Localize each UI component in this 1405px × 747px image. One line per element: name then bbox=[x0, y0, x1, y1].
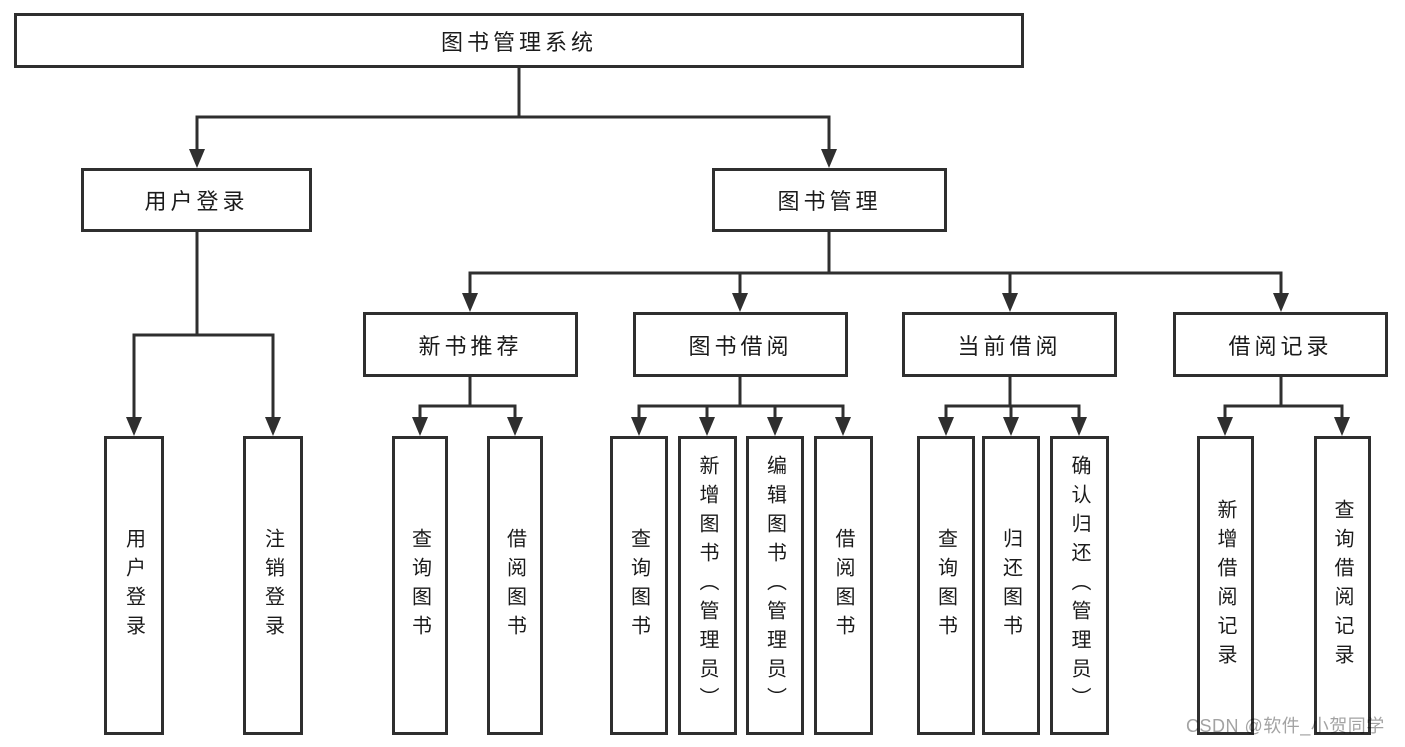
node-book-management: 图书管理 bbox=[712, 168, 947, 232]
node-borrowing-records: 借阅记录 bbox=[1173, 312, 1388, 377]
node-library-management-system: 图书管理系统 bbox=[14, 13, 1024, 68]
node-leaf-user-login: 用户登录 bbox=[104, 436, 164, 735]
node-leaf-return-books: 归还图书 bbox=[982, 436, 1040, 735]
node-leaf-add-books-admin: 新增图书（管理员） bbox=[678, 436, 737, 735]
node-leaf-borrow-books: 借阅图书 bbox=[814, 436, 873, 735]
node-leaf-edit-books-admin: 编辑图书（管理员） bbox=[746, 436, 804, 735]
node-new-book-recommendation: 新书推荐 bbox=[363, 312, 578, 377]
node-leaf-query-books-current: 查询图书 bbox=[917, 436, 975, 735]
node-leaf-add-borrow-record: 新增借阅记录 bbox=[1197, 436, 1254, 735]
node-leaf-logout: 注销登录 bbox=[243, 436, 303, 735]
arrowheads bbox=[126, 117, 1350, 436]
csdn-watermark: CSDN @软件_小贺同学 bbox=[1186, 716, 1385, 736]
node-leaf-confirm-return-admin: 确认归还（管理员） bbox=[1050, 436, 1109, 735]
node-leaf-borrow-books-recommend: 借阅图书 bbox=[487, 436, 543, 735]
node-leaf-query-books-recommend: 查询图书 bbox=[392, 436, 448, 735]
node-current-borrowing: 当前借阅 bbox=[902, 312, 1117, 377]
node-leaf-query-borrow-record: 查询借阅记录 bbox=[1314, 436, 1371, 735]
node-user-login: 用户登录 bbox=[81, 168, 312, 232]
node-leaf-query-books-borrow: 查询图书 bbox=[610, 436, 668, 735]
node-book-borrowing: 图书借阅 bbox=[633, 312, 848, 377]
